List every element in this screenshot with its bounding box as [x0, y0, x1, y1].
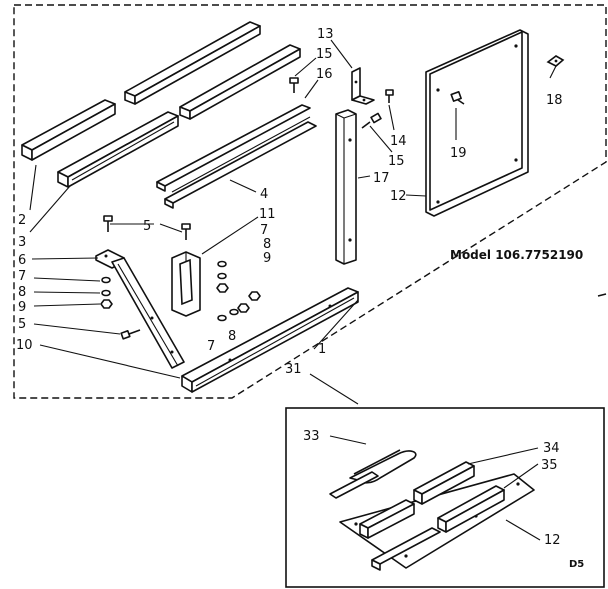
callout-9-right: 9 — [263, 251, 271, 266]
callout-7-left: 7 — [18, 269, 26, 284]
callout-5-left: 5 — [18, 317, 26, 332]
callout-16: 16 — [316, 67, 333, 82]
kit-leader-lines — [329, 435, 541, 541]
callout-3: 3 — [18, 235, 26, 250]
bolt-5-upper-a — [103, 215, 113, 232]
screw-16 — [289, 77, 299, 93]
callout-7-bottom: 7 — [207, 339, 215, 354]
diagram-code: D5 — [569, 559, 584, 570]
callout-9-left: 9 — [18, 300, 26, 315]
bolt-5-lower — [120, 329, 141, 340]
rail-3 — [57, 111, 179, 188]
bottom-rail-1 — [181, 287, 359, 393]
callout-8-left: 8 — [18, 285, 26, 300]
callout-1: 1 — [318, 342, 326, 357]
assembly-boundary — [13, 4, 607, 399]
callout-31: 31 — [285, 362, 302, 377]
screw-14 — [385, 89, 394, 103]
callout-numbers: 13 15 16 18 14 19 15 17 12 4 11 7 8 9 2 … — [16, 27, 563, 377]
callout-4: 4 — [260, 187, 268, 202]
leader-lines — [29, 39, 557, 405]
lockwasher-8-left — [101, 289, 111, 297]
hardware-7-8-9-right — [216, 260, 261, 301]
foam-block-34 — [413, 461, 475, 505]
callout-13: 13 — [317, 27, 334, 42]
nut-9-left — [100, 299, 113, 309]
rail-2 — [21, 99, 116, 161]
foam-block-35 — [437, 485, 505, 533]
callout-6: 6 — [18, 253, 26, 268]
clip-18 — [546, 55, 565, 67]
screw-15 — [361, 112, 382, 129]
callout-33: 33 — [303, 429, 320, 444]
rail-top-1 — [124, 21, 261, 105]
callout-18: 18 — [546, 93, 563, 108]
callout-12-kit: 12 — [544, 533, 561, 548]
angle-strip — [371, 527, 441, 571]
kit-31-box — [285, 407, 605, 588]
callout-8-right: 8 — [263, 237, 271, 252]
panel-12 — [425, 29, 529, 217]
callout-17: 17 — [373, 171, 390, 186]
model-label: Model 106.7752190 — [450, 248, 583, 262]
callout-10: 10 — [16, 338, 33, 353]
support-arm-10 — [95, 249, 185, 369]
callout-14: 14 — [390, 134, 407, 149]
callout-35: 35 — [541, 458, 558, 473]
rail-top-2 — [179, 44, 301, 120]
bracket-13 — [351, 67, 375, 105]
callout-7-right: 7 — [260, 223, 268, 238]
screw-19 — [450, 91, 465, 105]
callout-8-bottom: 8 — [228, 329, 236, 344]
callout-15: 15 — [316, 47, 333, 62]
washer-7-left — [101, 276, 111, 284]
callout-11: 11 — [259, 207, 276, 222]
callout-34: 34 — [543, 441, 560, 456]
callout-2: 2 — [18, 213, 26, 228]
callout-5-upper: 5 — [143, 219, 151, 234]
u-bracket-11 — [171, 251, 201, 317]
hardware-7-8-bottom — [217, 303, 250, 322]
callout-15-lower: 15 — [388, 154, 405, 169]
bolt-5-upper-b — [181, 223, 191, 240]
foam-block-left — [359, 499, 415, 539]
vertical-post-17 — [335, 109, 357, 265]
callout-12: 12 — [390, 189, 407, 204]
edge-tick — [597, 293, 607, 297]
gasket-strip-33 — [329, 449, 417, 499]
channel-rail-4 — [156, 104, 317, 209]
callout-19: 19 — [450, 146, 467, 161]
